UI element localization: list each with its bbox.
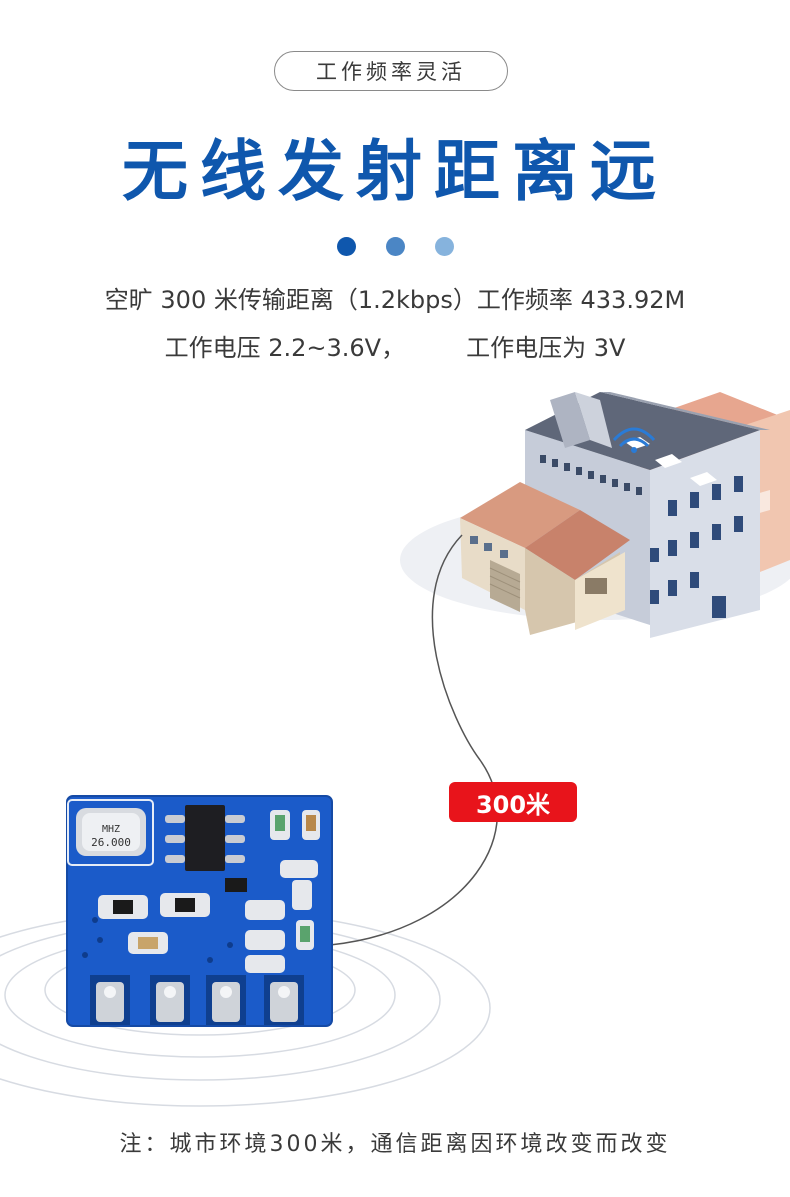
distance-badge-label: 300米 <box>475 790 551 819</box>
dot-2 <box>385 237 405 256</box>
dot-3 <box>434 237 454 256</box>
distance-badge: 300米 <box>449 782 577 822</box>
crystal-label-line1: 26.000 <box>91 836 131 849</box>
page-headline: 无线发射距离远 <box>122 133 668 210</box>
footer-note: 注：城市环境300米，通信距离因环境改变而改变 <box>119 1132 671 1157</box>
module-pins <box>90 975 304 1025</box>
feature-pill: 工作频率灵活 <box>274 51 508 91</box>
crystal-label-line2: MHZ <box>102 824 120 835</box>
dot-1 <box>336 237 356 256</box>
pill-label: 工作频率灵活 <box>316 60 466 84</box>
spec-line-voltage: 工作电压 2.2~3.6V， 工作电压为 3V <box>164 334 626 362</box>
factory-building <box>525 392 770 638</box>
warehouse-building <box>460 482 630 635</box>
decor-dots <box>0 237 790 256</box>
spec-line-range: 空旷 300 米传输距离（1.2kbps）工作频率 433.92M <box>104 286 686 314</box>
scene-illustration: 26.000 MHZ <box>0 392 790 1107</box>
rf-module-board <box>66 795 333 1027</box>
antenna-wire <box>329 534 498 946</box>
